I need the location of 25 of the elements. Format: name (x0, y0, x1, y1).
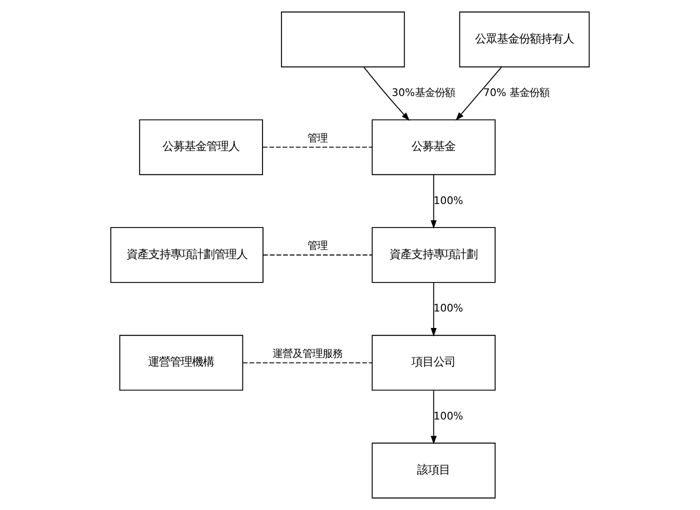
edge-label: 100% (433, 194, 464, 207)
edge-label: 運營及管理服務 (272, 348, 342, 360)
node-box: 項目公司 (372, 334, 496, 391)
node-box: 公眾基金份額持有人 (459, 12, 590, 68)
arrow (430, 282, 437, 337)
node-box: 該項目 (372, 442, 496, 498)
arrow (363, 66, 410, 121)
edge-label: 100% (433, 410, 464, 422)
edge-label: 100% (433, 302, 464, 315)
edge-label: 70% 基金份額 (483, 86, 550, 99)
connector (262, 146, 373, 148)
node-box (280, 12, 405, 68)
edge-label: 30%基金份額 (392, 86, 455, 99)
node-box: 公募基金 (372, 119, 496, 176)
connector (242, 362, 373, 364)
connector (262, 254, 373, 256)
node-box: 公募基金管理人 (139, 119, 264, 176)
edge-label: 管理 (307, 132, 328, 144)
node-box: 運營管理機構 (119, 334, 244, 391)
arrow (430, 390, 437, 444)
arrow (456, 66, 502, 121)
edge-label: 管理 (308, 240, 328, 252)
arrow (430, 174, 437, 229)
node-box: 資產支持專項計劃管理人 (110, 227, 264, 283)
node-box: 資產支持專項計劃 (372, 227, 496, 283)
